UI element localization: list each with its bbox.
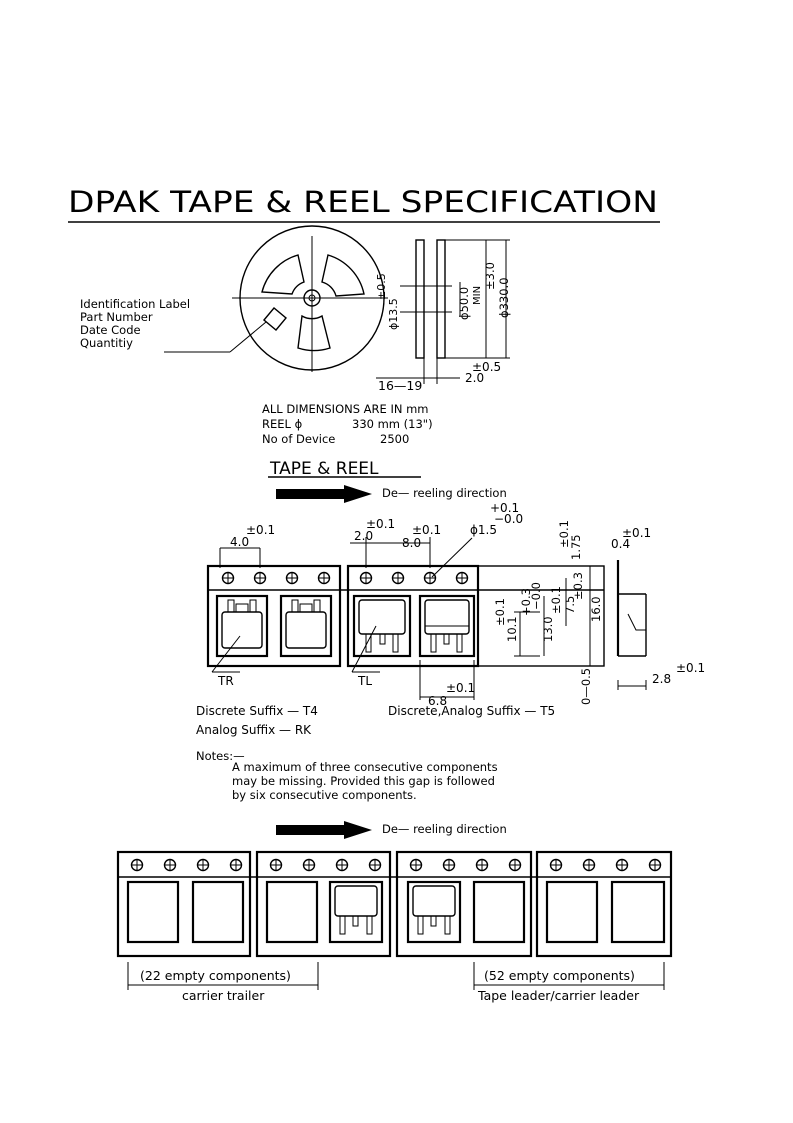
tl-pocket-2 <box>418 594 476 658</box>
reel-label-line-2: Part Number <box>80 310 153 324</box>
k-tol: ±0.1 <box>676 661 705 675</box>
reel-outer-dim: ϕ330.0 <box>497 277 511 318</box>
discrete-analog-suffix-t5: Discrete,Analog Suffix — T5 <box>388 704 555 718</box>
f-tol: ±0.1 <box>549 586 563 614</box>
reel-hub-tol: ±0.5 <box>375 273 388 300</box>
page-title: DPAK TAPE & REEL SPECIFICATION <box>68 185 658 219</box>
notes-line-3: by six consecutive components. <box>232 788 417 802</box>
sprocket-holes <box>221 571 469 585</box>
b0-dim: 13.0 <box>541 616 555 642</box>
reel-outer-tol: ±3.0 <box>483 262 497 290</box>
filled-pocket <box>328 880 384 944</box>
k-dim: 2.8 <box>652 672 671 686</box>
discrete-suffix-t4: Discrete Suffix — T4 <box>196 704 318 718</box>
leader-label: Tape leader/carrier leader <box>477 988 640 1003</box>
e-dim: 1.75 <box>569 534 583 560</box>
trailer-count: (22 empty components) <box>140 968 291 983</box>
trailer-direction: De— reeling direction <box>382 822 507 836</box>
pitch-dim: 4.0 <box>230 535 249 549</box>
d1-dim: 6.8 <box>428 694 447 708</box>
reel-flange-dim: 2.0 <box>465 371 484 385</box>
b0-tol-2: −0.0 <box>529 582 543 610</box>
reel-flange-tol: ±0.5 <box>472 360 501 374</box>
pitch-tol: ±0.1 <box>246 523 275 537</box>
trailer-label: carrier trailer <box>182 988 265 1003</box>
analog-suffix-rk: Analog Suffix — RK <box>196 723 312 737</box>
arrow-right-icon <box>276 485 372 503</box>
tl-label: TL <box>357 674 372 688</box>
empty-pocket <box>610 880 666 944</box>
reel-hub-dim: ϕ13.5 <box>387 298 400 330</box>
w-dim: 16.0 <box>589 596 603 622</box>
device-count-label: No of Device <box>262 432 335 446</box>
device-count-value: 2500 <box>380 432 409 446</box>
p8-dim: 8.0 <box>402 536 421 550</box>
empty-pocket <box>126 880 180 944</box>
d1-tol: ±0.1 <box>446 681 475 695</box>
filled-pocket <box>406 880 462 944</box>
reel-width-dim: 16—19 <box>378 378 422 393</box>
notes-heading: Notes:— <box>196 749 245 763</box>
reel-label-line-4: Quantitiy <box>80 336 133 350</box>
b0-tol: +0.3 <box>519 588 533 616</box>
a0-dim: 10.1 <box>505 616 519 642</box>
e-tol: ±0.1 <box>557 520 571 548</box>
gap-dim: 0—0.5 <box>579 668 593 705</box>
t-tol: ±0.1 <box>622 526 651 540</box>
p2-tol: ±0.1 <box>366 517 395 531</box>
tape-strip <box>206 564 605 668</box>
t-dim: 0.4 <box>611 537 630 551</box>
empty-pocket <box>191 880 245 944</box>
notes-line-2: may be missing. Provided this gap is fol… <box>232 774 495 788</box>
f-dim: 7.5 <box>563 596 577 614</box>
p8-tol: ±0.1 <box>412 523 441 537</box>
dimensions-note: ALL DIMENSIONS ARE IN mm <box>262 402 429 416</box>
hole-dim: ϕ1.5 <box>470 523 497 537</box>
p2-dim: 2.0 <box>354 529 373 543</box>
empty-pocket <box>472 880 526 944</box>
reel-front-view <box>164 225 388 372</box>
reel-side-view <box>415 239 510 384</box>
empty-pocket <box>545 880 599 944</box>
trailer-sprocket-holes <box>130 858 662 872</box>
hole-tol-plus: +0.1 <box>490 501 519 515</box>
tr-label: TR <box>217 674 234 688</box>
reel-label-line-3: Date Code <box>80 323 141 337</box>
tape-heading: TAPE & REEL <box>269 459 379 479</box>
tl-pocket-1 <box>352 594 412 658</box>
reel-dia-label: REEL ϕ <box>262 417 302 431</box>
leader-count: (52 empty components) <box>484 968 635 983</box>
tape-side-profile <box>616 560 647 690</box>
tape-direction: De— reeling direction <box>382 486 507 500</box>
tr-pocket-2 <box>279 594 333 658</box>
notes-line-1: A maximum of three consecutive component… <box>232 760 498 774</box>
a0-tol: ±0.1 <box>493 598 507 626</box>
reel-inner-dim: ϕ50.0 <box>457 287 471 320</box>
empty-pocket <box>265 880 319 944</box>
reel-min-label: MIN <box>472 286 483 305</box>
tr-pocket-1 <box>215 594 269 658</box>
trailer-tape <box>116 850 673 958</box>
hole-tol-minus: −0.0 <box>494 512 523 526</box>
reel-dia-value: 330 mm (13") <box>352 417 433 431</box>
arrow-right-icon <box>276 821 372 839</box>
reel-label-line-1: Identification Label <box>80 297 190 311</box>
w-tol: ±0.3 <box>571 572 585 600</box>
